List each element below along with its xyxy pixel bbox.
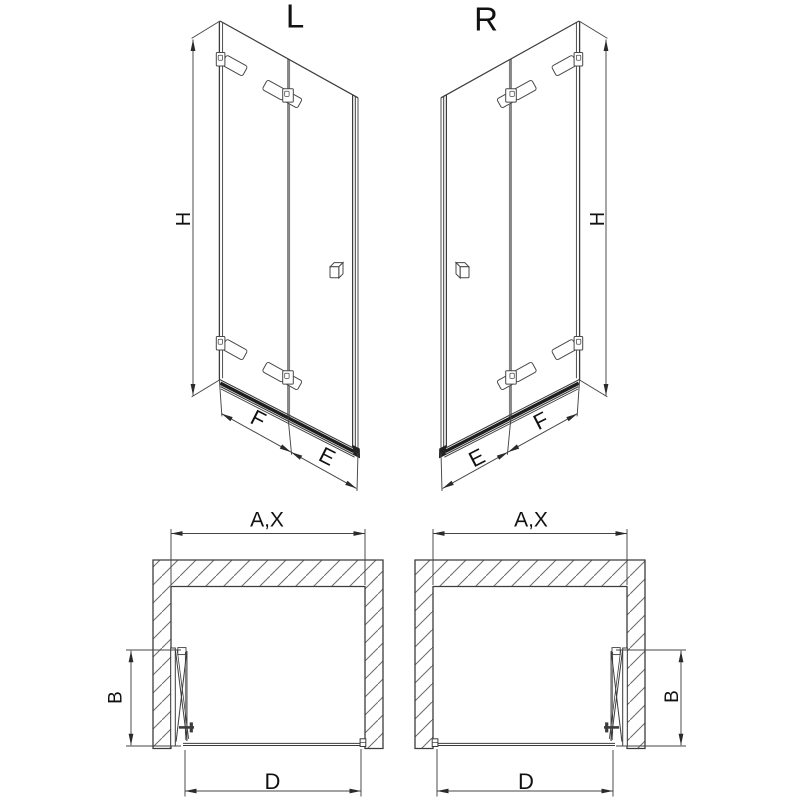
height-dimension-label: H <box>587 212 609 226</box>
height-dimension-label: H <box>173 212 195 226</box>
passage-width-dimension-label: D <box>518 769 534 794</box>
door-depth-dimension-label: B <box>106 691 127 704</box>
opening-width-dimension-label: A,X <box>250 509 284 532</box>
left-plan-view: A,X B D <box>106 509 384 797</box>
passage-width-dimension-label: D <box>265 769 281 794</box>
door-depth-dimension <box>616 649 686 747</box>
opening-width-dimension-label: A,X <box>514 509 548 532</box>
right-variant-label: R <box>474 1 498 38</box>
door-depth-dimension <box>126 649 181 747</box>
right-plan-view: A,X B D <box>414 509 686 797</box>
end-width-dimension-label: E <box>315 442 339 471</box>
fold-width-dimension-label: F <box>529 407 552 435</box>
door-depth-dimension-label: B <box>662 690 683 703</box>
wall-hatched <box>414 559 646 750</box>
left-variant-label: L <box>286 0 304 35</box>
end-width-dimension-label: E <box>465 443 489 472</box>
wall-hatched <box>152 559 384 750</box>
fold-width-dimension-label: F <box>247 405 270 433</box>
right-elevation-drawing: R H F E <box>439 1 609 492</box>
left-elevation-drawing: L H F E <box>173 0 360 491</box>
